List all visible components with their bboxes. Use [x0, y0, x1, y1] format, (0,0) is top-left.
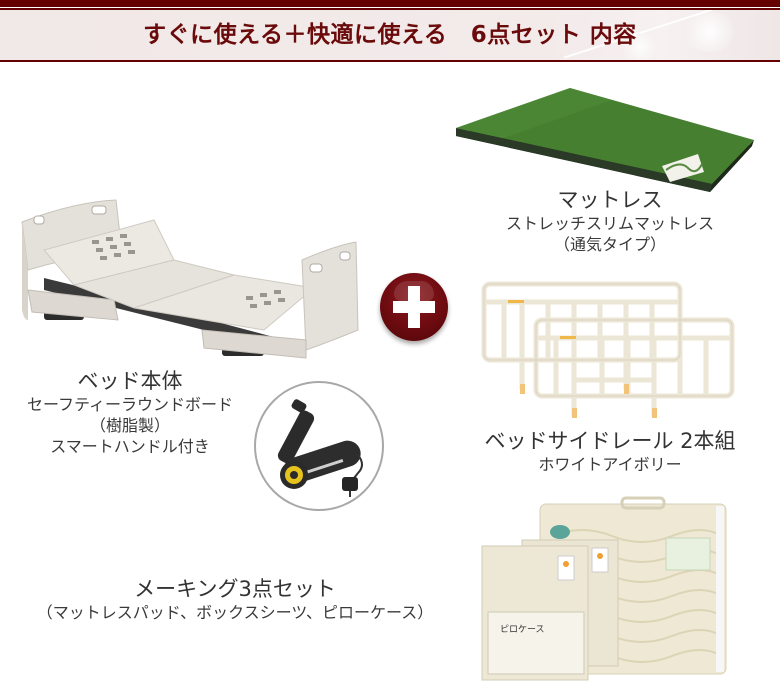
side-rail-label: ベッドサイドレール 2本組 ホワイトアイボリー	[440, 428, 780, 475]
making-set-contents: （マットレスパッド、ボックスシーツ、ピローケース）	[36, 603, 434, 622]
bed-label: ベッド本体 セーフティーラウンドボード （樹脂製） スマートハンドル付き	[10, 368, 250, 457]
making-set-label: メーキング3点セット （マットレスパッド、ボックスシーツ、ピローケース）	[0, 576, 470, 623]
mattress-model: ストレッチスリムマットレス	[505, 214, 714, 233]
bed-board-material: （樹脂製）	[89, 416, 170, 435]
header-top-bar	[0, 0, 780, 7]
banner-glow	[680, 12, 740, 52]
side-rail-color: ホワイトアイボリー	[538, 455, 682, 474]
side-rail-title: ベッドサイドレール 2本組	[484, 429, 736, 453]
bed-title: ベッド本体	[77, 369, 183, 393]
side-rail-image	[478, 280, 738, 420]
green-mattress-image	[452, 88, 757, 193]
bed-frame-image	[14, 190, 364, 365]
header-bottom-line	[0, 60, 780, 62]
header-banner: すぐに使える＋快適に使える 6点セット 内容	[0, 10, 780, 60]
bed-handle-note: スマートハンドル付き	[50, 437, 210, 456]
pillow-case-package-label: ピロケース	[500, 624, 545, 634]
mattress-title: マットレス	[557, 188, 663, 212]
page-title: すぐに使える＋快適に使える 6点セット 内容	[143, 22, 637, 48]
mattress-label: マットレス ストレッチスリムマットレス （通気タイプ）	[460, 187, 760, 255]
mattress-type: （通気タイプ）	[553, 235, 666, 254]
smart-handle-image	[254, 381, 384, 511]
plus-icon-vertical	[408, 286, 420, 328]
bedding-set-image: ピロケース	[472, 496, 772, 686]
plus-icon	[380, 273, 448, 341]
header-top-line	[0, 8, 780, 10]
bed-board-type: セーフティーラウンドボード	[26, 395, 234, 414]
making-set-title: メーキング3点セット	[134, 577, 336, 601]
